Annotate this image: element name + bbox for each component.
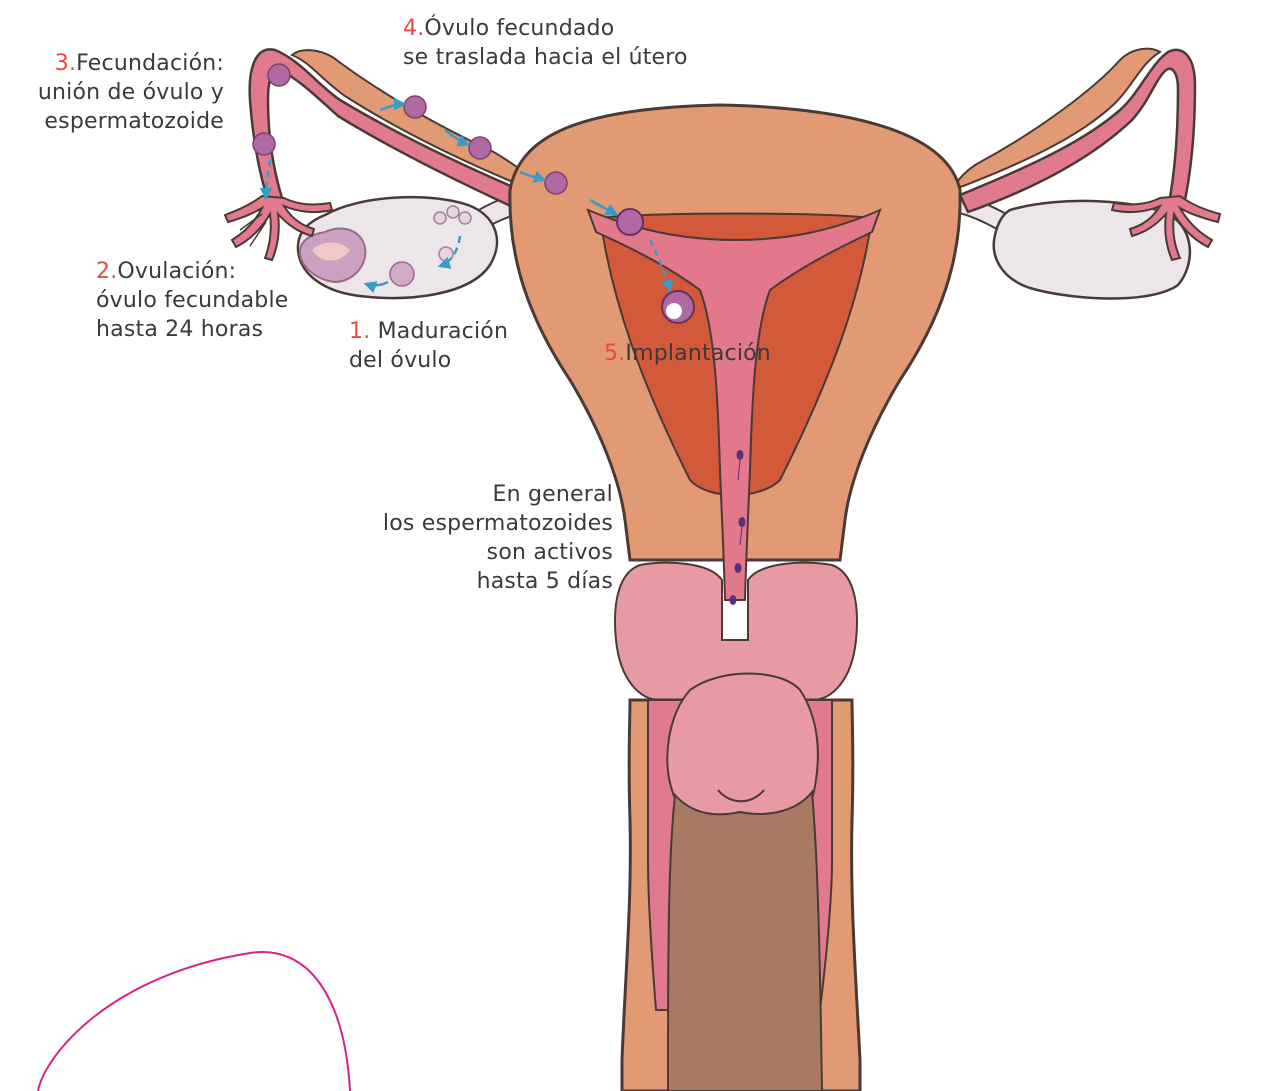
label-line: En general	[383, 480, 613, 509]
label-fecundacion: 3.Fecundación: unión de óvulo y espermat…	[38, 49, 224, 136]
ovum-icon	[253, 133, 275, 155]
label-line: del óvulo	[349, 346, 508, 375]
sperm-icon	[739, 517, 746, 527]
label-ovulo-fecundado: 4.Óvulo fecundado se traslada hacia el ú…	[403, 14, 688, 72]
label-maduracion: 1. Maduración del óvulo	[349, 317, 508, 375]
label-line: Maduración	[370, 319, 508, 344]
label-line: los espermatozoides	[383, 509, 613, 538]
fertilized-ovum-icon	[469, 137, 491, 159]
step-number: 3.	[55, 51, 76, 76]
embryo-icon	[617, 209, 643, 235]
label-line: hasta 5 días	[383, 567, 613, 596]
label-implantacion: 5.Implantación	[604, 339, 771, 368]
penis-shaft	[668, 792, 822, 1091]
label-line: hasta 24 horas	[96, 315, 289, 344]
label-espermatozoides: En general los espermatozoides son activ…	[383, 480, 613, 596]
label-line: Ovulación:	[117, 259, 236, 284]
label-line: óvulo fecundable	[96, 286, 289, 315]
embryo-core	[666, 303, 682, 319]
follicle-icon	[434, 212, 446, 224]
annotation-circle-stroke	[38, 952, 350, 1091]
fertilized-ovum-icon	[545, 172, 567, 194]
label-line: Implantación	[625, 341, 771, 366]
step-number: 2.	[96, 259, 117, 284]
sperm-icon	[735, 563, 742, 573]
label-line: son activos	[383, 538, 613, 567]
sperm-icon	[730, 595, 737, 605]
sperm-icon	[737, 450, 744, 460]
follicle-icon	[390, 262, 414, 286]
label-line: Óvulo fecundado	[424, 16, 614, 41]
label-line: se traslada hacia el útero	[403, 43, 688, 72]
ovum-icon	[268, 64, 290, 86]
follicle-icon	[459, 212, 471, 224]
label-ovulacion: 2.Ovulación: óvulo fecundable hasta 24 h…	[96, 257, 289, 344]
follicle-icon	[447, 206, 459, 218]
step-number: 4.	[403, 16, 424, 41]
step-number: 5.	[604, 341, 625, 366]
label-line: espermatozoide	[38, 107, 224, 136]
label-line: unión de óvulo y	[38, 78, 224, 107]
fertilized-ovum-icon	[404, 96, 426, 118]
label-line: Fecundación:	[76, 51, 224, 76]
step-number: 1.	[349, 319, 370, 344]
